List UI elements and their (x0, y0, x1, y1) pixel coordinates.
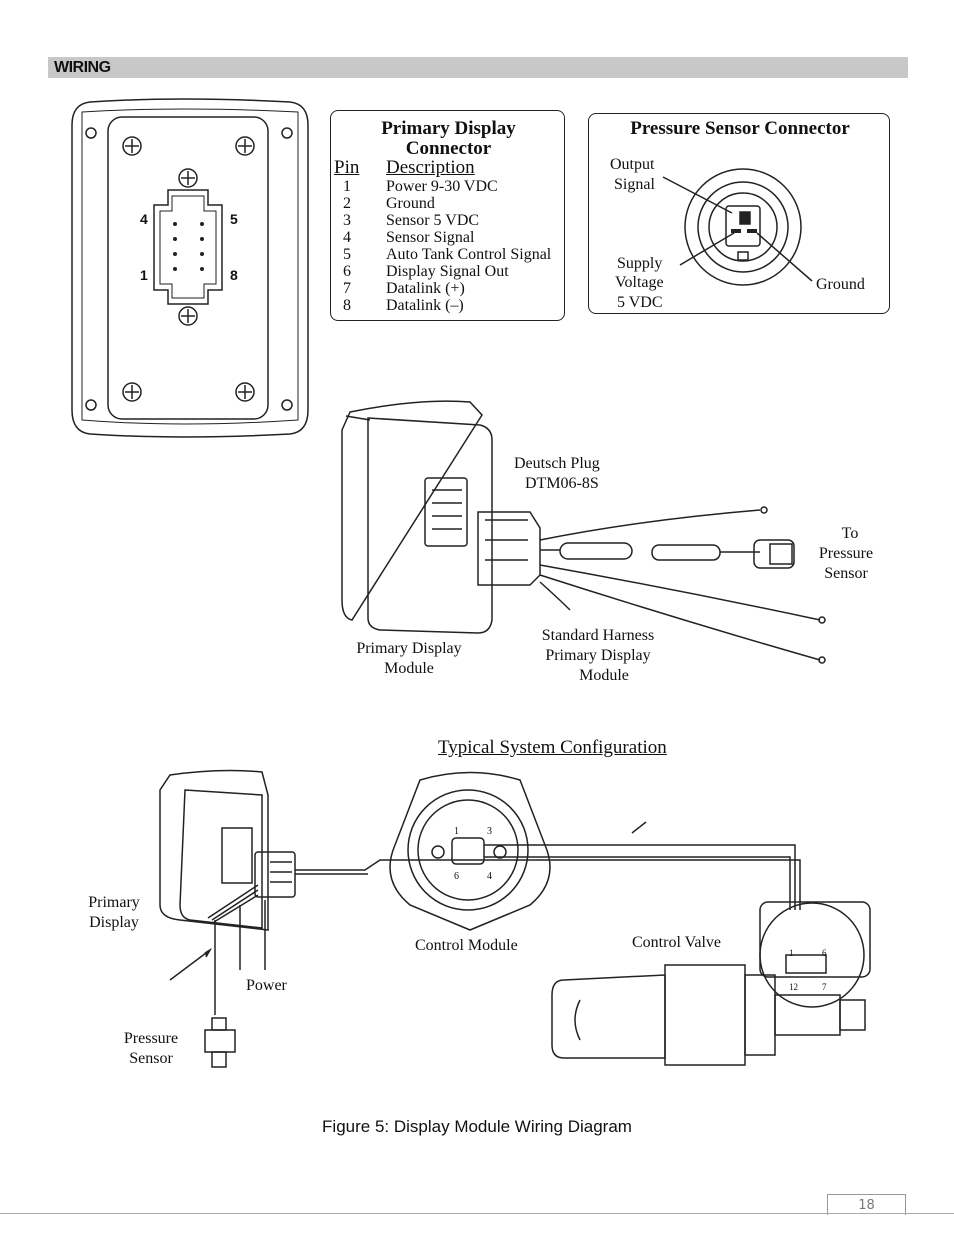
pd-col-desc: Description (386, 157, 475, 178)
system-control-valve-label: Control Valve (632, 934, 722, 951)
pressure-sensor-connector-box: Pressure Sensor Connector (588, 113, 890, 314)
pd-col-pin: Pin (334, 157, 360, 178)
primary-display-connector-box: Primary Display Connector Pin Descriptio… (330, 110, 565, 321)
system-control-valve (551, 901, 871, 1066)
pressure-sensor-face (662, 168, 813, 286)
ps-supply-label-2: Voltage (615, 274, 664, 291)
primary-display-module-label-2: Module (384, 660, 434, 677)
deutsch-plug-label-2: DTM06-8S (525, 475, 599, 492)
pd-pin-number: 3 (343, 212, 351, 229)
section-header-bar: WIRING (48, 57, 908, 78)
pd-pin-number: 1 (343, 178, 351, 195)
pd-pin-number: 4 (343, 229, 351, 246)
figure-caption: Figure 5: Display Module Wiring Diagram (322, 1117, 632, 1136)
face-pin-1: 1 (140, 267, 148, 283)
to-pressure-sensor-label-1: To (841, 525, 859, 542)
pd-pin-desc: Display Signal Out (386, 263, 509, 280)
standard-harness-label-2: Primary Display (545, 647, 651, 664)
pd-pin-desc: Sensor Signal (386, 229, 475, 246)
module-pin-1: 1 (454, 826, 459, 837)
ps-supply-label-1: Supply (617, 255, 663, 272)
pd-pin-desc: Sensor 5 VDC (386, 212, 480, 229)
harness-illustration (341, 400, 826, 664)
standard-harness-label-1: Standard Harness (541, 627, 655, 644)
pd-pin-desc: Auto Tank Control Signal (386, 246, 552, 263)
system-power-label: Power (246, 977, 287, 994)
pd-pin-number: 6 (343, 263, 351, 280)
face-pin-5: 5 (230, 211, 238, 227)
ps-ground-label: Ground (816, 276, 865, 293)
display-back-panel (71, 98, 309, 438)
face-pin-8: 8 (230, 267, 238, 283)
valve-pin-12: 12 (789, 982, 798, 992)
footer-rule (0, 1213, 954, 1214)
deutsch-plug-label-1: Deutsch Plug (514, 455, 600, 472)
system-pressure-sensor-label-2: Sensor (129, 1050, 173, 1067)
section-title: WIRING (54, 59, 111, 76)
pd-pin-number: 8 (343, 297, 351, 314)
ps-output-label-2: Signal (614, 176, 655, 193)
pd-pin-number: 7 (343, 280, 351, 297)
system-display (159, 769, 801, 1068)
module-pin-4: 4 (487, 871, 492, 882)
to-pressure-sensor-label-3: Sensor (824, 565, 868, 582)
system-control-module-label: Control Module (415, 937, 518, 954)
module-pin-3: 3 (487, 826, 492, 837)
valve-pin-6: 6 (822, 948, 827, 958)
face-pin-4: 4 (140, 211, 148, 227)
ps-supply-label-3: 5 VDC (617, 294, 663, 311)
pd-pin-number: 2 (343, 195, 351, 212)
pd-title-line2: Connector (405, 138, 492, 159)
ps-output-label-1: Output (610, 156, 655, 173)
pd-pin-desc: Ground (386, 195, 435, 212)
pd-pin-number: 5 (343, 246, 351, 263)
system-control-module (389, 771, 796, 931)
system-pressure-sensor-label-1: Pressure (123, 1030, 179, 1047)
pd-pin-desc: Datalink (+) (386, 280, 465, 297)
pd-title-line1: Primary Display (381, 118, 516, 139)
system-config-title: Typical System Configuration (438, 737, 667, 758)
valve-pin-7: 7 (822, 982, 827, 992)
page-number: 18 (827, 1194, 906, 1215)
standard-harness-label-3: Module (579, 667, 629, 684)
pd-pin-desc: Datalink (–) (386, 297, 464, 314)
system-primary-display-label-2: Display (89, 914, 139, 931)
to-pressure-sensor-label-2: Pressure (818, 545, 874, 562)
valve-pin-1: 1 (789, 948, 794, 958)
pd-pin-desc: Power 9-30 VDC (386, 178, 498, 195)
ps-title: Pressure Sensor Connector (630, 118, 850, 139)
module-pin-6: 6 (454, 871, 459, 882)
system-primary-display-label-1: Primary (88, 894, 140, 911)
primary-display-module-label-1: Primary Display (356, 640, 462, 657)
